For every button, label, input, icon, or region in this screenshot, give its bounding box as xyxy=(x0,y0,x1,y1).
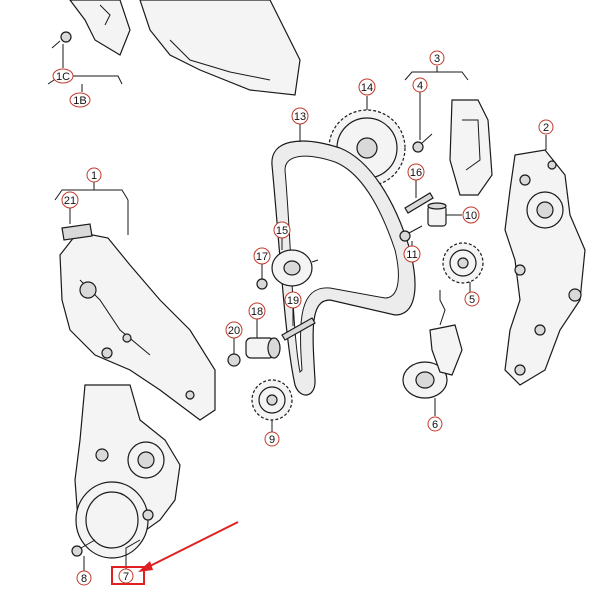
callout-1b: 1B xyxy=(69,92,91,108)
bolt-19 xyxy=(281,317,316,341)
callout-4: 4 xyxy=(412,77,428,93)
svg-text:11: 11 xyxy=(406,249,417,261)
bolt-1c xyxy=(51,31,72,49)
callout-5: 5 xyxy=(464,291,480,307)
svg-text:13: 13 xyxy=(294,111,306,123)
lower-timing-cover xyxy=(59,231,216,421)
callout-17: 17 xyxy=(253,247,271,265)
svg-text:16: 16 xyxy=(410,167,422,179)
svg-text:1C: 1C xyxy=(56,71,70,83)
callout-21: 21 xyxy=(61,191,79,209)
bolt-11 xyxy=(399,225,423,242)
rear-cover-segment xyxy=(449,99,493,196)
callout-3: 3 xyxy=(429,50,445,66)
svg-text:21: 21 xyxy=(64,195,76,207)
callout-2: 2 xyxy=(538,119,554,135)
svg-text:8: 8 xyxy=(81,573,87,585)
bracket-1b xyxy=(47,75,123,85)
callout-6: 6 xyxy=(427,416,443,432)
callout-20: 20 xyxy=(225,321,243,339)
svg-text:20: 20 xyxy=(228,325,240,337)
svg-text:17: 17 xyxy=(256,251,268,263)
clip-21 xyxy=(61,223,93,241)
idler-roller-18 xyxy=(245,337,281,359)
bolt-8 xyxy=(71,539,96,557)
upper-timing-cover xyxy=(69,0,301,96)
svg-text:1: 1 xyxy=(91,170,97,182)
svg-text:19: 19 xyxy=(287,295,299,307)
callout-15: 15 xyxy=(273,221,291,239)
timing-belt xyxy=(271,140,416,396)
svg-text:2: 2 xyxy=(543,122,549,134)
callout-10: 10 xyxy=(462,206,480,224)
svg-text:14: 14 xyxy=(361,82,373,94)
bolt-4 xyxy=(412,133,433,153)
bracket-1 xyxy=(54,189,129,201)
svg-text:10: 10 xyxy=(465,210,477,222)
callout-8: 8 xyxy=(76,570,92,586)
callout-18: 18 xyxy=(248,302,266,320)
svg-text:3: 3 xyxy=(434,53,440,65)
bracket-3 xyxy=(404,71,469,81)
crankshaft-sprocket-9 xyxy=(251,379,293,421)
callout-19: 19 xyxy=(284,291,302,309)
callout-1: 1 xyxy=(86,167,102,183)
svg-text:6: 6 xyxy=(432,419,438,431)
svg-text:4: 4 xyxy=(417,80,423,92)
callout-7: 7 xyxy=(111,566,145,585)
nut-17 xyxy=(256,278,268,290)
callout-9: 9 xyxy=(264,431,280,447)
sleeve-10 xyxy=(427,202,447,227)
svg-text:9: 9 xyxy=(269,434,275,446)
svg-text:15: 15 xyxy=(276,225,288,237)
callout-16: 16 xyxy=(407,163,425,181)
highlight-arrow xyxy=(138,521,239,572)
engine-mount-bracket xyxy=(504,149,586,386)
tensioner-assembly-6 xyxy=(402,290,463,399)
callout-13: 13 xyxy=(291,107,309,125)
svg-text:18: 18 xyxy=(251,306,263,318)
svg-text:7: 7 xyxy=(123,571,129,583)
nut-20 xyxy=(227,353,241,367)
leader-7 xyxy=(125,539,141,569)
callout-11: 11 xyxy=(403,245,421,263)
callout-1c: 1C xyxy=(52,68,74,84)
svg-text:5: 5 xyxy=(469,294,475,306)
idler-pulley-5 xyxy=(442,242,484,284)
callout-14: 14 xyxy=(358,78,376,96)
lower-rear-cover xyxy=(74,384,181,559)
svg-text:1B: 1B xyxy=(73,95,86,107)
tensioner-pulley-15 xyxy=(271,249,319,287)
stud-16 xyxy=(404,192,434,214)
